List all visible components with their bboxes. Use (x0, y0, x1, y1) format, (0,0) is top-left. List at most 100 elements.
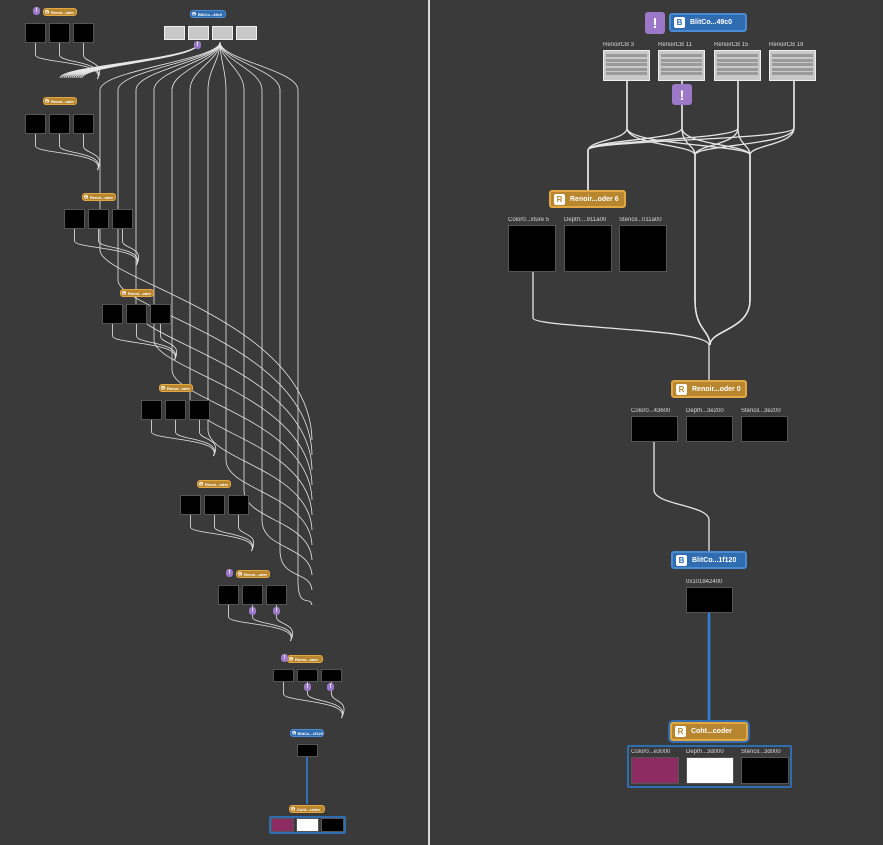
blit-node-mid[interactable]: B BlitCo...1f120 (671, 551, 747, 569)
texture-label: Stencil...3e200 (741, 408, 781, 414)
texture-thumbnail[interactable] (25, 23, 46, 43)
coht-node[interactable]: R Coht...coder (670, 722, 748, 741)
texture-thumbnail[interactable] (564, 225, 612, 272)
warning-icon[interactable]: ! (226, 569, 233, 577)
texture-thumbnail[interactable] (25, 114, 46, 134)
texture-thumbnail[interactable] (242, 585, 263, 605)
buffer-row (606, 72, 647, 76)
texture-thumbnail[interactable] (64, 209, 85, 229)
texture-thumbnail[interactable] (165, 400, 186, 420)
texture-thumbnail[interactable] (321, 818, 344, 832)
buffer-thumbnail[interactable] (658, 50, 705, 81)
warning-icon[interactable]: ! (645, 12, 665, 34)
texture-thumbnail[interactable] (204, 495, 225, 515)
render-node-label: Renoi...oder (167, 385, 191, 391)
graph-edge (694, 81, 795, 346)
texture-thumbnail[interactable] (102, 304, 123, 324)
graph-edge (59, 43, 100, 80)
texture-thumbnail[interactable] (508, 225, 556, 272)
buffer-row (717, 72, 758, 76)
warning-icon[interactable]: ! (33, 7, 40, 15)
texture-thumbnail[interactable] (228, 495, 249, 515)
texture-label: Depth:...911a00 (564, 217, 607, 223)
buffer-thumbnail[interactable] (714, 50, 761, 81)
graph-edge (219, 41, 313, 606)
texture-label: Stencil...3d000 (741, 749, 781, 755)
texture-thumbnail[interactable] (686, 416, 733, 442)
pane-divider[interactable] (428, 0, 430, 845)
warning-icon[interactable]: ! (194, 41, 201, 49)
graph-edge (199, 420, 216, 457)
buffer-thumbnail[interactable] (236, 26, 257, 40)
texture-thumbnail[interactable] (73, 23, 94, 43)
warning-icon[interactable]: ! (249, 607, 256, 615)
texture-thumbnail[interactable] (273, 669, 294, 682)
texture-thumbnail[interactable] (218, 585, 239, 605)
graph-edge (175, 420, 216, 457)
texture-thumbnail[interactable] (49, 23, 70, 43)
texture-thumbnail[interactable] (141, 400, 162, 420)
graph-edge (35, 134, 99, 171)
buffer-row (717, 63, 758, 67)
warning-icon[interactable]: ! (273, 607, 280, 615)
warning-icon[interactable]: ! (327, 683, 334, 691)
warning-icon[interactable]: ! (281, 654, 288, 662)
texture-thumbnail[interactable] (619, 225, 667, 272)
texture-thumbnail[interactable] (296, 818, 319, 832)
graph-edge (151, 420, 215, 457)
buffer-thumbnail[interactable] (212, 26, 233, 40)
graph-edge (117, 41, 313, 456)
texture-thumbnail[interactable] (271, 818, 294, 832)
texture-thumbnail[interactable] (266, 585, 287, 605)
texture-thumbnail[interactable] (321, 669, 342, 682)
texture-thumbnail[interactable] (88, 209, 109, 229)
warning-icon[interactable]: ! (304, 683, 311, 691)
texture-thumbnail[interactable] (180, 495, 201, 515)
render-node-label: Coht...coder (297, 806, 321, 812)
texture-thumbnail[interactable] (189, 400, 210, 420)
texture-thumbnail[interactable] (631, 757, 679, 784)
graph-edge (252, 605, 293, 642)
texture-thumbnail[interactable] (686, 587, 733, 613)
blit-node-label: BlitCo...49c0 (690, 19, 733, 26)
buffer-thumbnail[interactable] (603, 50, 650, 81)
texture-thumbnail[interactable] (686, 757, 734, 784)
texture-thumbnail[interactable] (741, 757, 789, 784)
render-node-0[interactable]: R Renoir...oder 0 (671, 380, 747, 398)
texture-thumbnail[interactable] (297, 669, 318, 682)
buffer-thumbnail[interactable] (188, 26, 209, 40)
blit-node-top[interactable]: B BlitCo...49c0 (669, 13, 747, 32)
texture-thumbnail[interactable] (49, 114, 70, 134)
graph-edge (135, 41, 313, 471)
graph-edge (98, 229, 139, 266)
blit-badge: B (676, 554, 687, 566)
texture-thumbnail[interactable] (73, 114, 94, 134)
warning-icon[interactable]: ! (672, 84, 692, 105)
buffer-thumbnail[interactable] (769, 50, 816, 81)
buffer-thumbnail[interactable] (164, 26, 185, 40)
render-node-6[interactable]: R Renoir...oder 6 (549, 190, 626, 208)
render-node-label: Renoi...oder (128, 290, 152, 296)
texture-thumbnail[interactable] (150, 304, 171, 324)
graph-edge (171, 41, 313, 501)
buffer-row (661, 63, 702, 67)
texture-thumbnail[interactable] (297, 744, 318, 757)
texture-thumbnail[interactable] (112, 209, 133, 229)
render-node-label: Renoi...oder (244, 571, 268, 577)
texture-thumbnail[interactable] (741, 416, 788, 442)
texture-thumbnail[interactable] (631, 416, 678, 442)
texture-thumbnail[interactable] (126, 304, 147, 324)
selected-texture-group (269, 816, 346, 834)
